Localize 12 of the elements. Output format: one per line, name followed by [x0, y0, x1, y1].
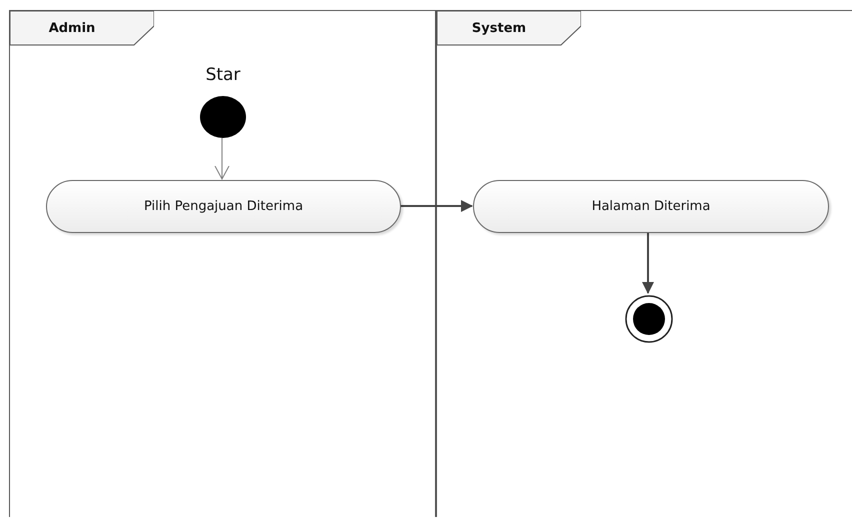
arrow — [400, 200, 473, 212]
node-label: Star — [206, 65, 240, 85]
final-node — [624, 294, 674, 344]
action-box: Halaman Diterima — [473, 180, 829, 233]
arrow — [214, 138, 230, 180]
action-box: Pilih Pengajuan Diterima — [46, 180, 401, 233]
swimlane — [9, 10, 436, 517]
arrow — [642, 232, 654, 294]
swimlane — [436, 10, 852, 517]
lane-header: Admin — [10, 11, 154, 46]
lane-header: System — [437, 11, 581, 46]
initial-node — [199, 95, 247, 139]
